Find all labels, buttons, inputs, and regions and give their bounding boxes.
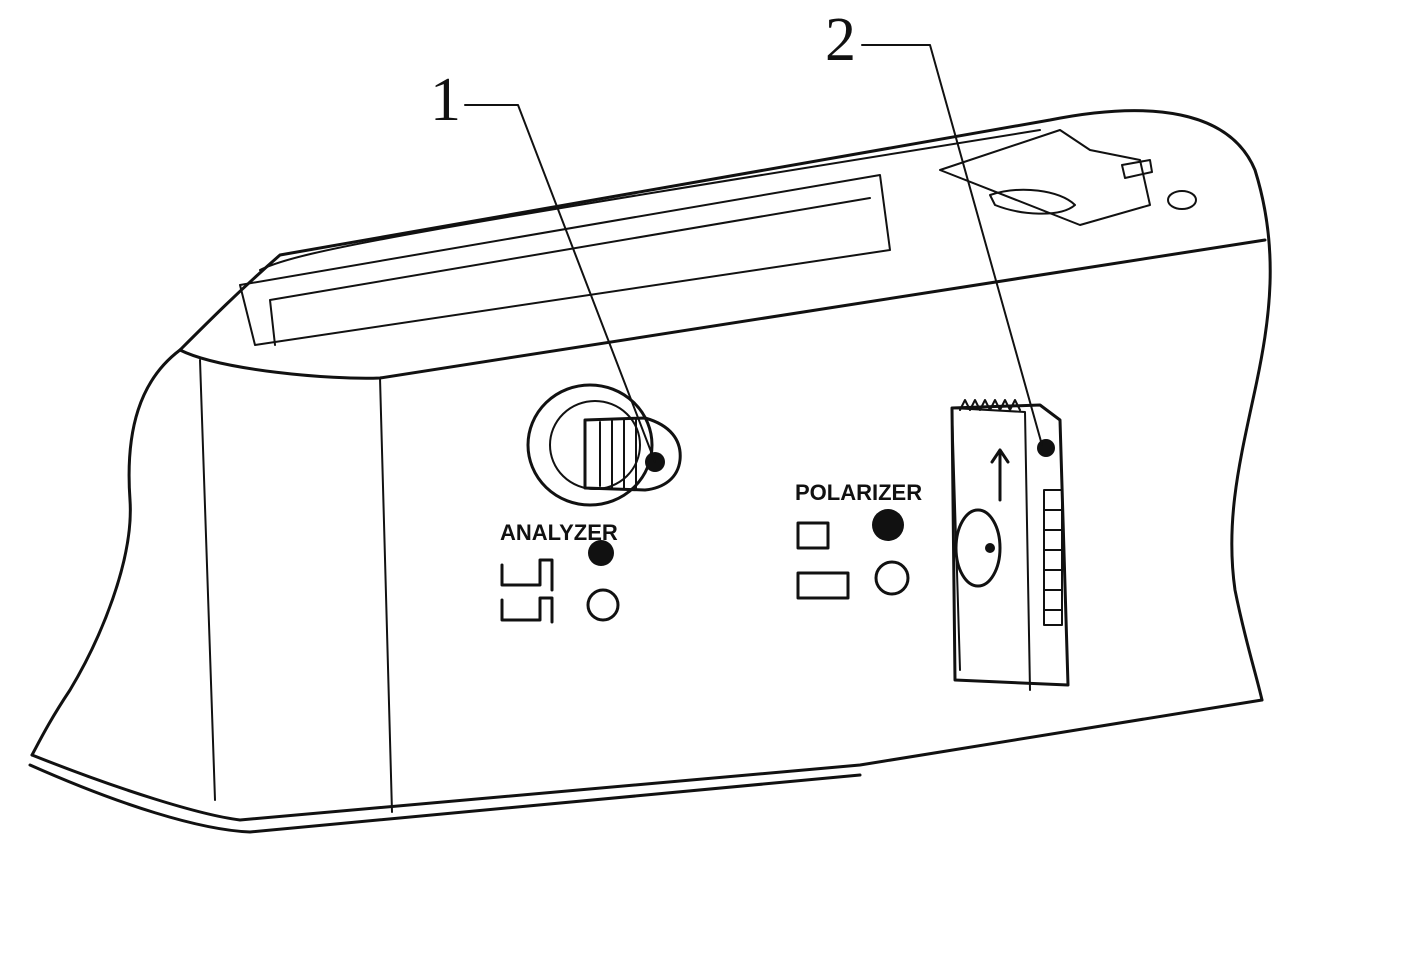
- slider-track: [1043, 489, 1063, 626]
- polarizer-label-group: POLARIZER: [795, 480, 922, 600]
- knob-shaft: [583, 416, 682, 492]
- callout-1: 1: [430, 66, 656, 463]
- slider-lens-dot: [985, 543, 995, 553]
- housing-top-outline: [178, 109, 1272, 702]
- slider-arrow: [990, 448, 1010, 502]
- housing-front-top-edge: [178, 238, 1267, 380]
- analyzer-label-group: ANALYZER: [500, 520, 620, 624]
- housing-left-curve: [30, 348, 182, 757]
- top-right-recess: [939, 129, 1151, 226]
- top-right-mark: [1121, 159, 1153, 179]
- top-right-indicator: [1167, 190, 1197, 210]
- callout-2-leader: [861, 44, 1043, 446]
- front-panel-left-seam: [199, 359, 216, 801]
- top-right-slot: [989, 188, 1076, 215]
- front-panel-divider: [379, 377, 393, 813]
- knob-knurling: [599, 419, 637, 489]
- polarizer-out-indicator: [874, 560, 910, 596]
- callout-2-number: 2: [825, 6, 856, 74]
- polarizer-out-symbol: [796, 571, 850, 600]
- top-slot-inner: [269, 197, 871, 346]
- slider-body: [950, 403, 1070, 687]
- housing-bottom-edge: [30, 698, 1264, 822]
- knob-outer-ring: [526, 383, 654, 507]
- slider-serrations: [959, 399, 1021, 411]
- polarizer-slider[interactable]: [950, 399, 1070, 691]
- polarizer-in-symbol: [796, 521, 830, 550]
- knob-mid-ring: [549, 400, 641, 490]
- callout-1-leader: [464, 104, 656, 463]
- analyzer-in-indicator: [588, 540, 614, 566]
- slider-lens: [954, 508, 1002, 588]
- analyzer-knob[interactable]: [526, 383, 682, 507]
- analyzer-out-symbol: [500, 596, 554, 624]
- polarizer-label: POLARIZER: [795, 480, 922, 505]
- top-rim: [259, 129, 1041, 271]
- base-housing: [28, 109, 1272, 834]
- analyzer-in-symbol: [500, 558, 554, 592]
- analyzer-out-indicator: [586, 588, 620, 622]
- top-slot-outline: [239, 174, 891, 346]
- housing-base-lip: [28, 763, 862, 834]
- polarizer-in-indicator: [872, 509, 904, 541]
- callout-1-number: 1: [430, 66, 461, 134]
- slider-top-dot: [1037, 439, 1055, 457]
- callout-2: 2: [825, 6, 1043, 446]
